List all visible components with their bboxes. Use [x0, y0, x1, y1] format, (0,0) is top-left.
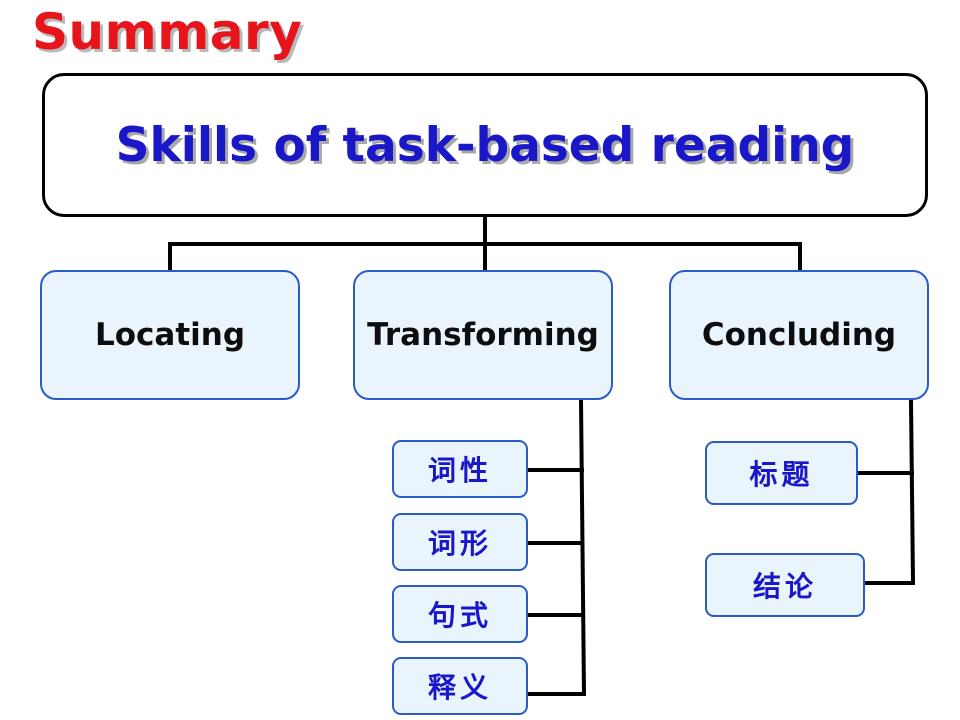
transforming-item-4: 释义 — [392, 657, 528, 715]
transforming-item-1: 词性 — [392, 440, 528, 498]
transforming-item-3: 句式 — [392, 585, 528, 643]
skill-node-locating: Locating — [40, 270, 300, 400]
page-title: Summary — [32, 3, 303, 61]
skill-node-concluding: Concluding — [669, 270, 929, 400]
transforming-vertical-line — [578, 397, 587, 697]
skill-node-transforming: Transforming — [353, 270, 613, 400]
concluding-item-2: 结论 — [705, 553, 865, 617]
transforming-item-2: 词形 — [392, 513, 528, 571]
root-node: Skills of task-based reading — [42, 73, 928, 217]
concluding-vertical-line — [908, 397, 916, 586]
concluding-item-1: 标题 — [705, 441, 858, 505]
root-node-label: Skills of task-based reading — [115, 117, 855, 173]
